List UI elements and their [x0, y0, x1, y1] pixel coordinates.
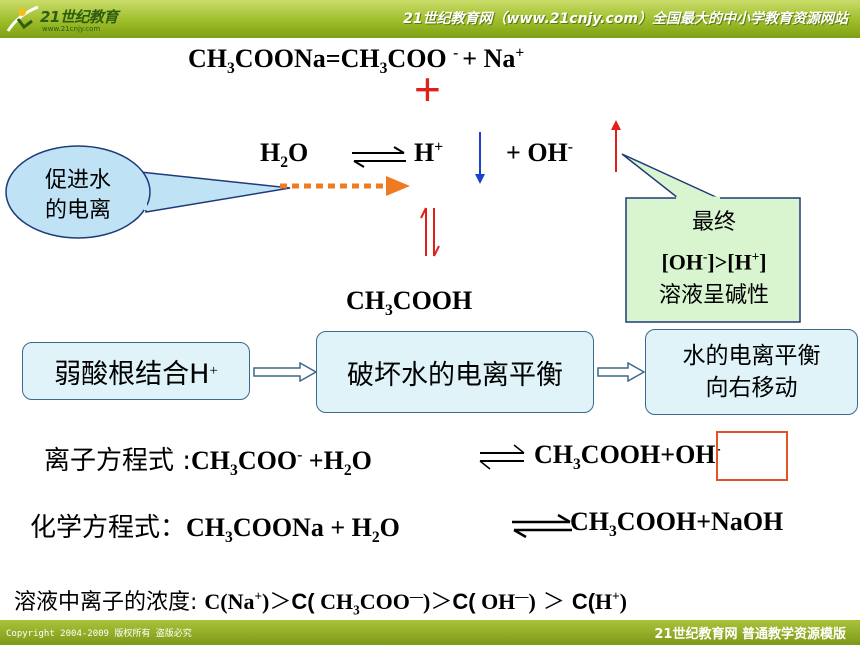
- shift-line-2: 向右移动: [705, 375, 798, 401]
- promote-line-1: 促进水: [44, 168, 111, 193]
- final-line-2: [OH-]>[H+]: [661, 249, 767, 275]
- chemical-reversible-arrow-icon: [512, 514, 572, 538]
- logo-url: www.21cnjy.com: [42, 25, 101, 33]
- header-bar: 21世纪教育 www.21cnjy.com 21世纪教育网（www.21cnjy…: [0, 0, 860, 38]
- flow-box-shift-right: 水的电离平衡 向右移动: [645, 329, 858, 415]
- equilibrium-arrows-icon: [352, 146, 406, 168]
- down-arrow-icon: [475, 132, 485, 184]
- vertical-equilibrium-icon: [420, 207, 440, 257]
- concentration-row: 溶液中离子的浓度: C(Na+)＞C( CH3COO—)＞C( OH—) ＞ C…: [14, 588, 627, 618]
- water-ohminus: + OH-: [506, 138, 573, 167]
- red-plus-sign: +: [414, 63, 441, 115]
- dotted-arrow-icon: [280, 176, 410, 196]
- final-callout-shape: [621, 153, 801, 323]
- footer-bar: Copyright 2004-2009 版权所有 盗版必究 21世纪教育网 普通…: [0, 620, 860, 645]
- flow-arrow-1-icon: [253, 362, 318, 382]
- concentration-label: 溶液中离子的浓度:: [14, 590, 205, 615]
- promote-callout-shape: [5, 145, 291, 239]
- runner-logo-icon: [6, 5, 39, 32]
- chemical-equation-row: 化学方程式：CH3COONa + H2O: [30, 513, 400, 547]
- ionic-label: 离子方程式 :: [44, 446, 192, 476]
- oh-highlight-box: [716, 431, 788, 481]
- logo-text: 21世纪教育: [40, 8, 118, 26]
- flow-box-break-equilibrium: 破坏水的电离平衡: [316, 331, 594, 413]
- final-line-1: 最终: [691, 210, 736, 235]
- final-line-3: 溶液呈碱性: [658, 283, 769, 309]
- promote-callout-text: 促进水 的电离: [28, 166, 128, 226]
- ionic-reversible-arrow-icon: [479, 444, 525, 470]
- chemical-products: CH3COOH+NaOH: [570, 507, 784, 541]
- water-h2o: H2O: [260, 138, 309, 172]
- flow-box-weak-acid: 弱酸根结合H+: [22, 342, 250, 400]
- ionic-equation-row: 离子方程式 :CH3COO- +H2O: [44, 446, 372, 480]
- footer-site-text: 21世纪教育网 普通教学资源模版: [654, 627, 846, 642]
- up-arrow-icon: [611, 120, 621, 172]
- flow-arrow-2-icon: [597, 362, 646, 382]
- copyright-text: Copyright 2004-2009 版权所有 盗版必究: [6, 629, 192, 639]
- dissociation-equation: CH3COONa=CH3COO - + Na+: [188, 44, 525, 78]
- promote-line-2: 的电离: [44, 198, 111, 223]
- acetic-acid-formula: CH3COOH: [346, 286, 473, 320]
- ionic-products: CH3COOH+OH-: [534, 440, 721, 474]
- water-hplus: H+: [414, 138, 444, 167]
- final-callout-text: 最终 [OH-]>[H+] 溶液呈碱性: [628, 206, 800, 313]
- chemical-label: 化学方程式：: [30, 513, 187, 543]
- site-logo[interactable]: 21世纪教育 www.21cnjy.com: [0, 0, 150, 38]
- shift-line-1: 水的电离平衡: [682, 343, 821, 369]
- site-slogan: 21世纪教育网（www.21cnjy.com）全国最大的中小学教育资源网站: [403, 11, 848, 27]
